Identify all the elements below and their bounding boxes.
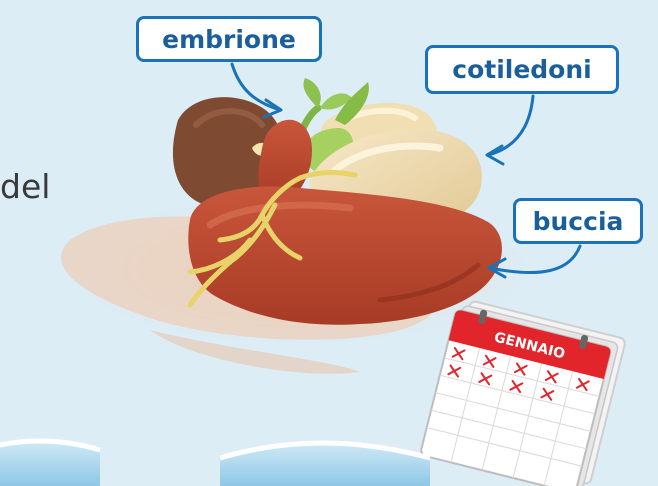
label-embryo: embrione xyxy=(136,16,322,62)
arrow-cotyledons xyxy=(487,96,533,164)
fragment-text: del xyxy=(0,170,50,203)
water-bowl-right xyxy=(220,443,430,486)
label-cotyledons: cotiledoni xyxy=(425,45,619,94)
label-seed-coat: buccia xyxy=(513,198,643,244)
water-bowl-left xyxy=(0,441,100,486)
